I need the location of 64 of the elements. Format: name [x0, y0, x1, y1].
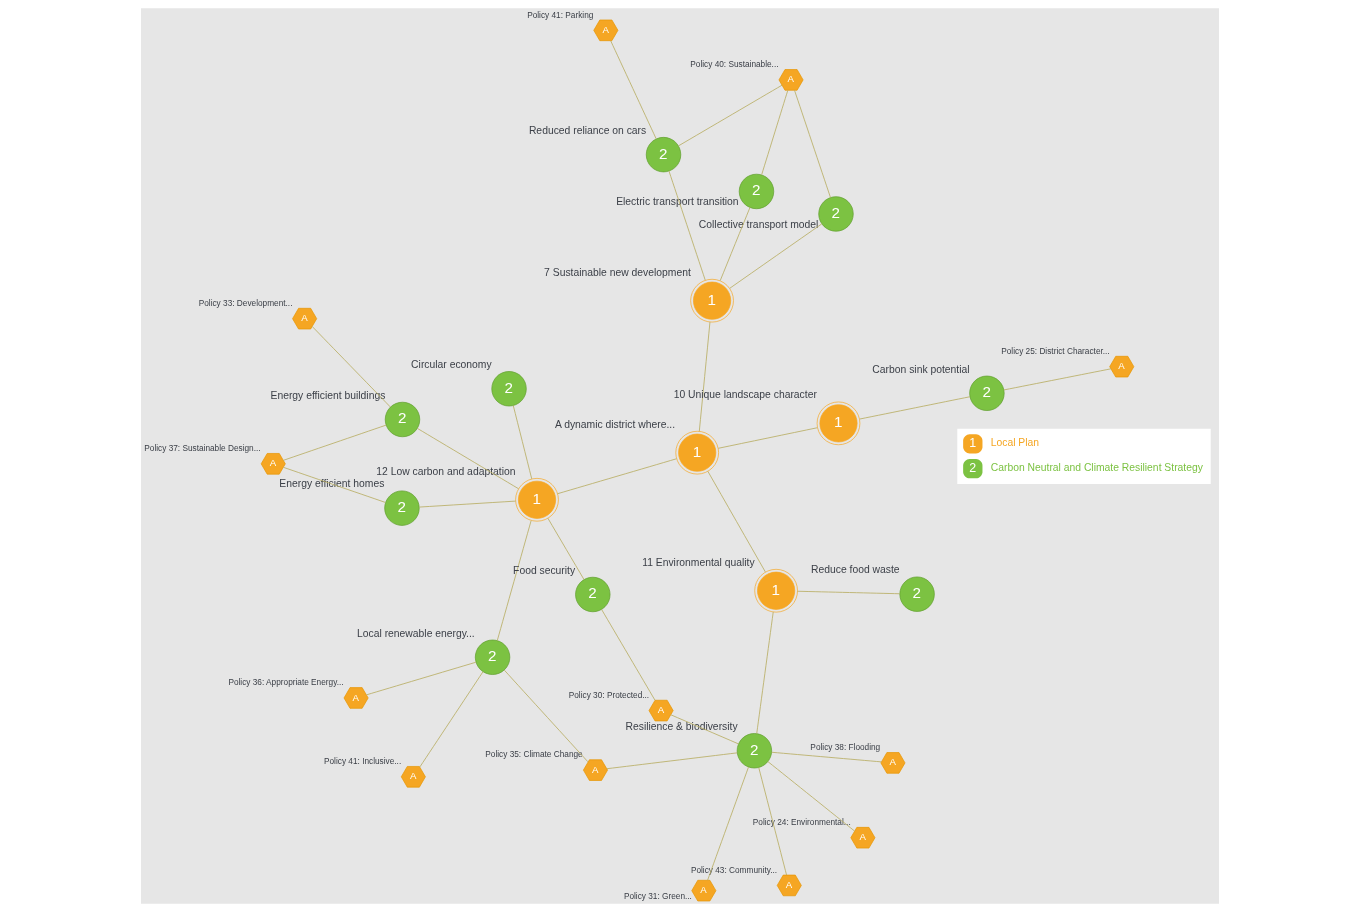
node-circle: 2 — [384, 401, 421, 438]
node-label: Reduced reliance on cars — [528, 124, 647, 136]
label: 2 — [969, 460, 977, 475]
node-label: Food security — [513, 564, 576, 576]
node-circle: 2 — [645, 137, 682, 173]
legend-label: Local Plan — [990, 437, 1040, 449]
connector — [503, 669, 589, 763]
node-label: Collective transport model — [698, 218, 819, 230]
connector — [678, 84, 783, 147]
connector — [707, 470, 766, 573]
connector — [606, 752, 738, 770]
connector — [283, 466, 386, 503]
node-circle: 2 — [738, 173, 775, 210]
connector — [418, 500, 517, 508]
connector — [311, 326, 391, 408]
connector — [771, 751, 882, 763]
connector — [729, 223, 823, 289]
node-label: 7 Sustainable new development — [544, 266, 691, 278]
connector — [419, 671, 484, 768]
connector — [416, 427, 519, 490]
connector — [794, 89, 831, 198]
label: 1 — [969, 435, 977, 450]
node-label: Electric transport transition — [616, 196, 739, 208]
connector — [707, 766, 749, 881]
connector — [1003, 368, 1112, 391]
connector — [758, 767, 787, 876]
node-label: Local renewable energy... — [357, 627, 475, 639]
node-label: A dynamic district where... — [554, 418, 676, 430]
connector — [670, 714, 739, 745]
node-label: Carbon sink potential — [872, 363, 970, 375]
connector — [366, 661, 477, 696]
connector — [761, 89, 789, 176]
connector — [717, 427, 818, 449]
connector — [698, 321, 711, 432]
node-label: Energy efficient homes — [279, 478, 385, 490]
connector — [610, 40, 657, 140]
connector — [756, 611, 774, 734]
node-circle: 2 — [736, 733, 772, 769]
connector — [668, 170, 706, 281]
connector — [797, 590, 901, 595]
node-label: Resilience & biodiversity — [625, 721, 738, 733]
legend-label: Carbon Neutral and Climate Resilient Strategy — [990, 462, 1203, 474]
connector — [859, 396, 971, 420]
node-circle: 2 — [384, 490, 420, 526]
node-circle: 2 — [818, 196, 854, 232]
connector — [496, 520, 532, 641]
node-circle: 2 — [575, 576, 611, 613]
node-label: Reduce food waste — [811, 564, 900, 576]
connector — [557, 458, 677, 495]
node-label: 12 Low carbon and adaptation — [376, 465, 516, 477]
node-label: Circular economy — [411, 359, 492, 371]
connector — [767, 761, 855, 832]
node-circle: 2 — [474, 639, 511, 675]
node-circle: 2 — [899, 576, 935, 612]
connector — [547, 517, 585, 580]
connector — [601, 609, 656, 701]
node-label: 10 Unique landscape character — [673, 389, 817, 401]
connector — [512, 405, 533, 480]
node-circle: 2 — [969, 375, 1005, 411]
connector — [283, 424, 387, 461]
node-label: Energy efficient buildings — [270, 389, 386, 401]
node-circle: 2 — [491, 371, 527, 407]
connector — [719, 207, 751, 282]
node-label: 11 Environmental quality — [642, 556, 755, 568]
